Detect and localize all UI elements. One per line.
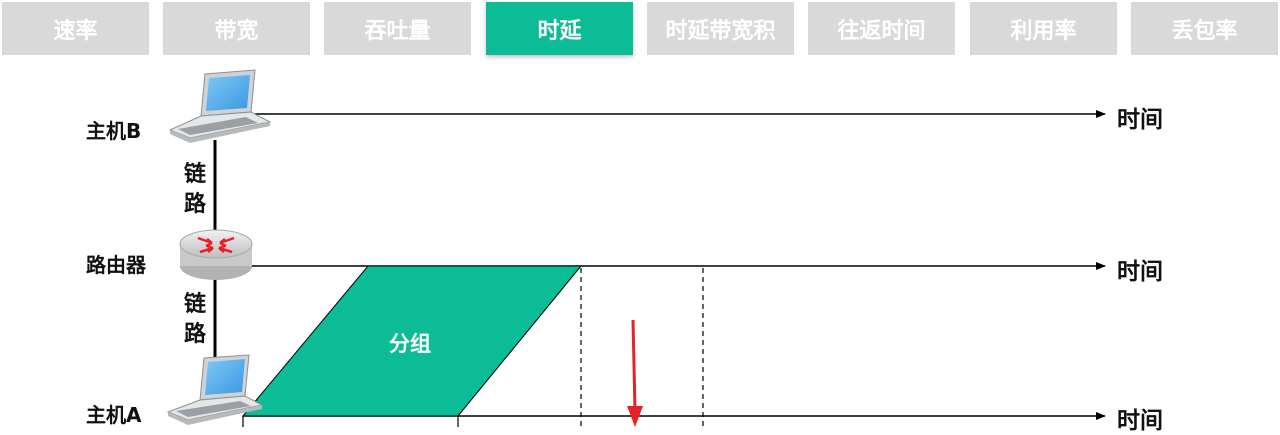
packet-label: 分组 [389,332,431,356]
tab-delay[interactable]: 时延 [486,2,633,55]
link-label-lower-char-2: 路 [181,320,209,350]
link-label-upper-char-2: 路 [181,190,209,220]
host-b-label: 主机B [86,119,142,143]
tab-bar: 速率 带宽 吞吐量 时延 时延带宽积 往返时间 利用率 丢包率 [0,0,1280,56]
tab-round-trip-time[interactable]: 往返时间 [808,2,955,55]
tab-throughput[interactable]: 吞吐量 [324,2,471,55]
laptop-icon-host-b [168,69,272,143]
laptop-icon-host-a [166,354,264,425]
host-a-time-label: 时间 [1117,408,1163,434]
router-label: 路由器 [86,253,146,277]
tab-delay-bandwidth-product[interactable]: 时延带宽积 [647,2,794,55]
link-label-lower-char-1: 链 [181,290,209,320]
tab-bandwidth[interactable]: 带宽 [163,2,310,55]
red-pointer-arrow-shaft [631,319,637,411]
router-time-label: 时间 [1117,259,1163,285]
red-pointer-arrowhead-icon [627,406,643,427]
host-b-time-label: 时间 [1117,107,1163,133]
tab-utilization[interactable]: 利用率 [970,2,1117,55]
tab-rate[interactable]: 速率 [2,2,149,55]
packet-parallelogram [241,265,583,417]
host-a-label: 主机A [86,403,142,427]
link-label-upper-char-1: 链 [181,160,209,190]
tab-packet-loss-rate[interactable]: 丢包率 [1131,2,1278,55]
router-icon [179,229,253,280]
